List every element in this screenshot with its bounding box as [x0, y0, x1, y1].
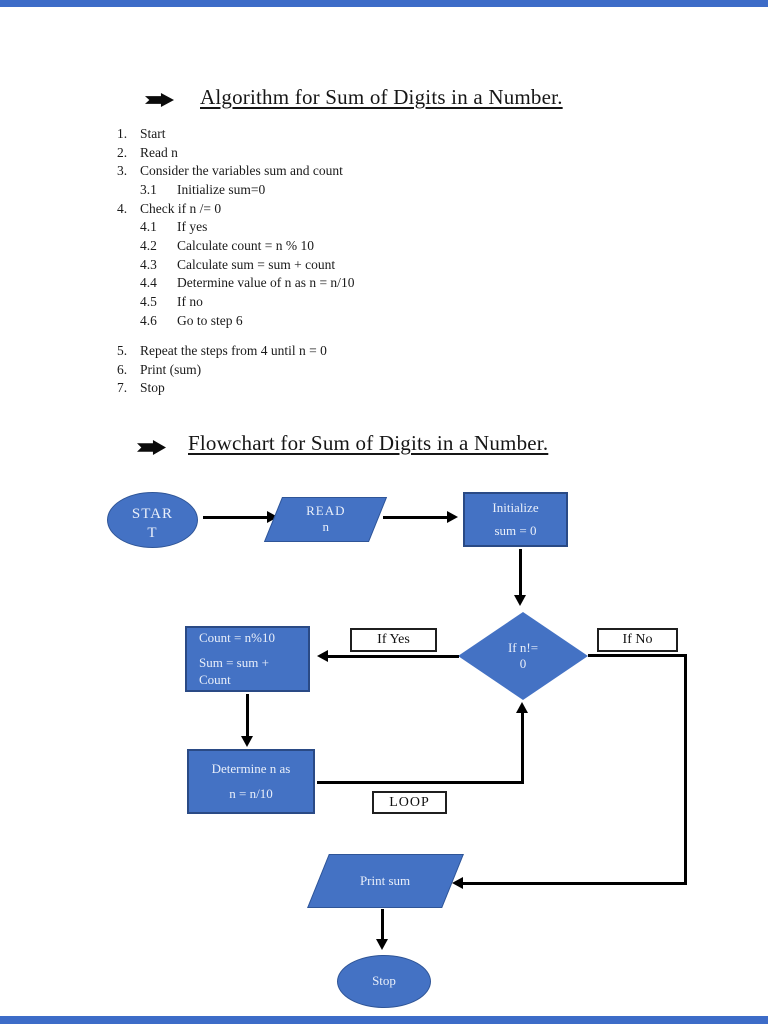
connector-no-vertical	[684, 654, 687, 885]
algorithm-step: 4. Check if n /= 0	[0, 201, 768, 217]
decision-label-line1: If n!=	[507, 639, 539, 655]
algorithm-step: 2. Read n	[0, 145, 768, 161]
step-text: If no	[177, 294, 203, 309]
count-label-line3: Count	[199, 671, 231, 687]
algorithm-heading: Algorithm for Sum of Digits in a Number.	[200, 85, 563, 110]
start-label-line1: STAR	[131, 506, 174, 522]
step-number: 4.6	[140, 313, 157, 328]
determine-label-line2: n = n/10	[229, 786, 273, 802]
count-label-line1: Count = n%10	[199, 630, 275, 646]
step-number: 4.	[117, 201, 128, 216]
step-number: 7.	[117, 380, 128, 395]
algorithm-substep: 3.1 Initialize sum=0	[0, 182, 768, 198]
adjacent-page-strip-top	[0, 0, 768, 7]
step-text: Repeat the steps from 4 until n = 0	[140, 343, 327, 358]
step-text: Start	[140, 126, 166, 141]
step-number: 4.5	[140, 294, 157, 309]
algorithm-step: 3. Consider the variables sum and count	[0, 163, 768, 179]
arrowhead-down-icon	[376, 939, 388, 950]
algorithm-step: 1. Start	[0, 126, 768, 142]
algorithm-substep: 4.3 Calculate sum = sum + count	[0, 257, 768, 273]
step-text: Read n	[140, 145, 178, 160]
algorithm-substep: 4.2 Calculate count = n % 10	[0, 238, 768, 254]
arrowhead-left-icon	[452, 877, 463, 889]
algorithm-step: 7. Stop	[0, 380, 768, 396]
connector-no-to-print	[463, 882, 687, 885]
if-no-text: If No	[622, 632, 653, 647]
algorithm-substep: 4.1 If yes	[0, 219, 768, 235]
loop-text: LOOP	[389, 794, 430, 810]
decision-label-line2: 0	[519, 656, 527, 671]
step-text: Go to step 6	[177, 313, 243, 328]
step-number: 1.	[117, 126, 128, 141]
algorithm-substep: 4.5 If no	[0, 294, 768, 310]
step-number: 3.1	[140, 182, 157, 197]
if-yes-text: If Yes	[377, 632, 410, 647]
decision-diamond: If n!= 0	[458, 612, 588, 700]
step-number: 6.	[117, 362, 128, 377]
step-text: Consider the variables sum and count	[140, 163, 343, 178]
arrowhead-right-icon	[447, 511, 458, 523]
adjacent-page-strip-bottom	[0, 1016, 768, 1024]
arrow-bullet-icon	[137, 440, 166, 455]
step-number: 5.	[117, 343, 128, 358]
determine-process-box: Determine n as n = n/10	[187, 749, 315, 814]
connector-read-initialize	[383, 516, 449, 519]
step-text: Initialize sum=0	[177, 182, 266, 197]
initialize-label-line2: sum = 0	[494, 522, 537, 538]
flowchart-heading: Flowchart for Sum of Digits in a Number.	[188, 431, 548, 456]
connector-initialize-decision	[519, 549, 522, 596]
step-text: If yes	[177, 219, 208, 234]
step-number: 4.2	[140, 238, 157, 253]
algorithm-substep: 4.6 Go to step 6	[0, 313, 768, 329]
branch-label-no: If No	[597, 628, 678, 652]
connector-start-read	[203, 516, 269, 519]
arrow-bullet-icon	[145, 93, 174, 107]
initialize-label-line1: Initialize	[492, 500, 539, 516]
count-process-box: Count = n%10 Sum = sum + Count	[185, 626, 310, 692]
connector-loop-vertical	[521, 713, 524, 784]
read-label-line2: n	[322, 519, 329, 535]
arrowhead-up-icon	[516, 702, 528, 713]
arrowhead-down-icon	[241, 736, 253, 747]
branch-label-yes: If Yes	[350, 628, 437, 652]
arrowhead-down-icon	[514, 595, 526, 606]
connector-decision-count	[328, 655, 459, 658]
connector-print-stop	[381, 909, 384, 940]
algorithm-step: 5. Repeat the steps from 4 until n = 0	[0, 343, 768, 359]
initialize-process-box: Initialize sum = 0	[463, 492, 568, 547]
connector-no-horizontal	[588, 654, 687, 657]
algorithm-step: 6. Print (sum)	[0, 362, 768, 378]
algorithm-title: Algorithm for Sum of Digits in a Number.	[200, 85, 563, 109]
step-number: 4.1	[140, 219, 157, 234]
algorithm-substep: 4.4 Determine value of n as n = n/10	[0, 275, 768, 291]
step-text: Stop	[140, 380, 165, 395]
flowchart-title: Flowchart for Sum of Digits in a Number.	[188, 431, 549, 455]
count-label-line2: Sum = sum +	[199, 655, 269, 671]
arrowhead-right-icon	[267, 511, 278, 523]
connector-count-determine	[246, 694, 249, 737]
step-text: Calculate sum = sum + count	[177, 257, 336, 272]
step-text: Calculate count = n % 10	[177, 238, 314, 253]
step-text: Print (sum)	[140, 362, 202, 377]
loop-label-box: LOOP	[372, 791, 447, 814]
connector-loop-horizontal	[317, 781, 524, 784]
step-number: 4.3	[140, 257, 157, 272]
step-number: 4.4	[140, 275, 157, 290]
start-label-line2: T	[147, 524, 158, 541]
arrowhead-left-icon	[317, 650, 328, 662]
stop-label: Stop	[372, 973, 396, 989]
step-number: 3.	[117, 163, 128, 178]
step-text: Check if n /= 0	[140, 201, 222, 216]
read-input-parallelogram: READ n	[263, 497, 388, 542]
stop-terminator: Stop	[337, 955, 431, 1008]
determine-label-line1: Determine n as	[211, 760, 291, 776]
step-number: 2.	[117, 145, 128, 160]
read-label-line1: READ	[305, 503, 346, 519]
print-output-parallelogram: Print sum	[307, 854, 464, 908]
print-label: Print sum	[360, 872, 411, 888]
start-terminator: STAR T	[107, 492, 198, 548]
step-text: Determine value of n as n = n/10	[177, 275, 355, 290]
